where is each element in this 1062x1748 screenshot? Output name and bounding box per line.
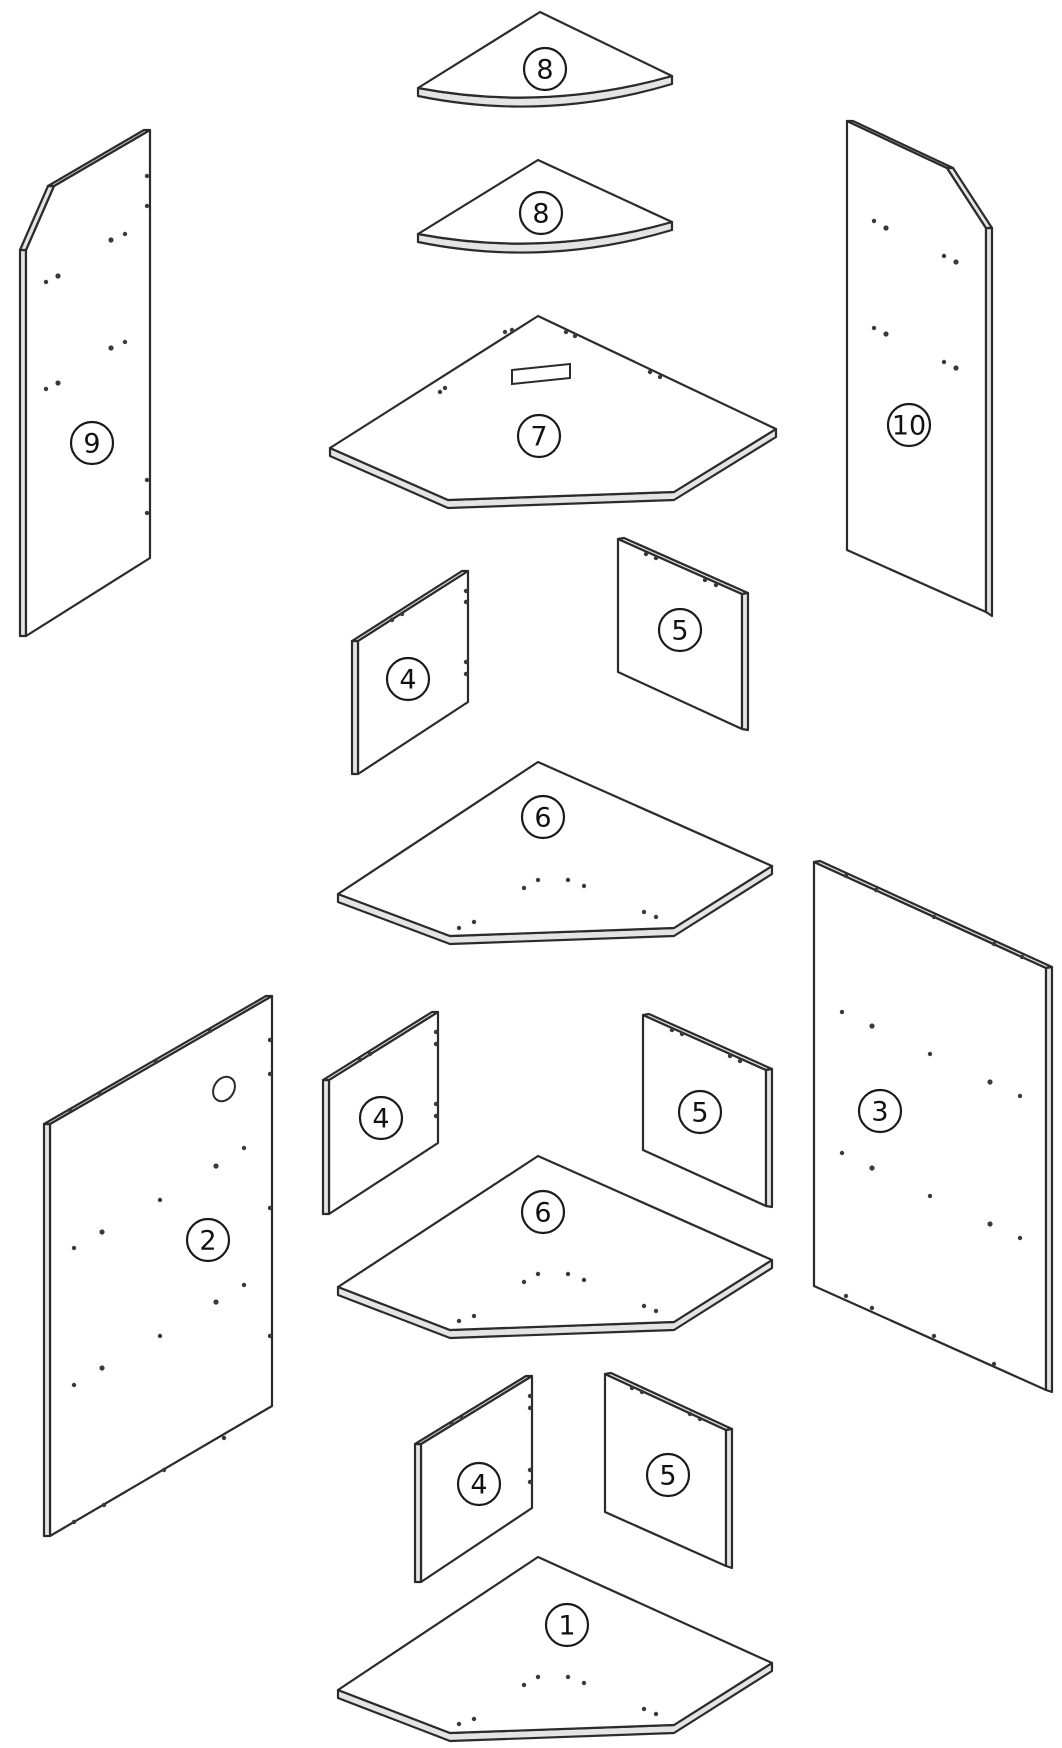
part-6-upper-holes [456, 877, 659, 931]
part-8-second-badge: 8 [518, 190, 564, 236]
part-4-middle-badge: 4 [358, 1095, 404, 1141]
part-3-holes [839, 873, 1025, 1367]
part-9-label: 9 [83, 429, 100, 460]
part-1-bottom-board: 1 [336, 1555, 774, 1743]
part-1-badge: 1 [544, 1602, 590, 1648]
part-9-badge: 9 [69, 420, 115, 466]
part-7-label: 7 [530, 422, 547, 453]
part-7-top-board: 7 [328, 314, 778, 510]
part-4-lower-panel: 4 [413, 1374, 534, 1584]
part-3-badge: 3 [857, 1088, 903, 1134]
part-6-middle-badge: 6 [520, 1189, 566, 1235]
part-8-top-badge: 8 [522, 46, 568, 92]
part-2-left-back-panel: 2 [42, 994, 274, 1538]
part-7-holes [437, 327, 663, 395]
part-9-holes [43, 173, 150, 516]
part-10-right-side-panel: 10 [845, 119, 994, 618]
part-7-badge: 7 [516, 413, 562, 459]
part-2-label: 2 [199, 1226, 216, 1257]
part-10-badge: 10 [886, 402, 932, 448]
part-5-upper-badge: 5 [657, 607, 703, 653]
part-6-middle-holes [456, 1271, 659, 1324]
part-1-holes [456, 1674, 659, 1727]
part-5-upper-holes [643, 551, 719, 588]
part-6-upper-label: 6 [534, 803, 551, 834]
part-4-lower-label: 4 [470, 1470, 487, 1501]
part-4-upper-holes [389, 588, 469, 677]
part-3-right-back-panel: 3 [812, 859, 1054, 1394]
part-5-lower-badge: 5 [645, 1452, 691, 1498]
part-5-upper-panel: 5 [616, 536, 750, 732]
part-7-slot [511, 362, 571, 386]
part-4-middle-holes [357, 1029, 439, 1119]
part-4-lower-holes [449, 1393, 533, 1485]
part-4-lower-badge: 4 [456, 1461, 502, 1507]
part-3-label: 3 [871, 1097, 888, 1128]
part-6-middle-shelf: 6 [336, 1154, 774, 1340]
part-4-middle-label: 4 [372, 1104, 389, 1135]
part-6-upper-badge: 6 [520, 794, 566, 840]
part-5-lower-label: 5 [659, 1461, 676, 1492]
part-4-middle-panel: 4 [321, 1010, 440, 1216]
part-1-label: 1 [558, 1611, 575, 1642]
part-2-badge: 2 [185, 1217, 231, 1263]
part-5-middle-badge: 5 [677, 1089, 723, 1135]
part-2-holes [67, 1028, 273, 1525]
part-2-cable-hole [212, 1075, 236, 1103]
part-6-middle-label: 6 [534, 1198, 551, 1229]
part-5-upper-label: 5 [671, 616, 688, 647]
part-5-lower-holes [629, 1385, 703, 1422]
part-10-label: 10 [892, 411, 926, 442]
part-5-middle-panel: 5 [641, 1012, 774, 1209]
part-8-top-shelf: 8 [416, 10, 674, 108]
part-8-second-label: 8 [532, 199, 549, 230]
part-9-left-side-panel: 9 [18, 128, 152, 638]
part-4-upper-label: 4 [399, 665, 416, 696]
part-8-top-label: 8 [536, 55, 553, 86]
part-10-holes [871, 218, 959, 371]
part-8-second-shelf: 8 [416, 158, 674, 254]
part-6-upper-shelf: 6 [336, 760, 774, 946]
part-4-upper-panel: 4 [350, 569, 470, 776]
part-5-lower-panel: 5 [603, 1371, 734, 1570]
part-5-middle-holes [669, 1027, 743, 1064]
part-4-upper-badge: 4 [385, 656, 431, 702]
part-5-middle-label: 5 [691, 1098, 708, 1129]
